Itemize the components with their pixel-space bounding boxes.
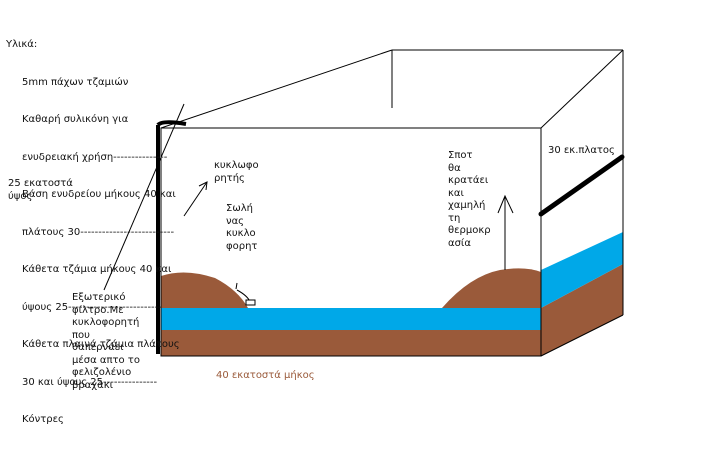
materials-line: ενυδρειακή χρήση--------------- xyxy=(22,151,168,163)
materials-line: Καθαρή συλικόνη για xyxy=(22,114,129,125)
circulator-pipe-tail xyxy=(235,282,238,290)
filter-pipe-top-loop xyxy=(156,120,187,127)
front-face-outline xyxy=(160,127,542,357)
circulator-arrow-head xyxy=(198,181,208,191)
materials-line: Κάθετα πλαινά τζάμια πλάτους xyxy=(22,339,180,350)
materials-line: 5mm πάχων τζαμιών xyxy=(22,76,129,88)
left-rock-mound xyxy=(161,272,248,308)
spotlight-label: Σποτ θα κρατάει και χαμηλή τη θερμοκρ ασ… xyxy=(448,150,491,249)
height-label: 25 εκατοστά ύψος xyxy=(8,178,73,202)
materials-line: Υλικά: xyxy=(6,39,38,50)
materials-line: Κόντρες xyxy=(22,414,64,425)
box-outline xyxy=(160,49,624,357)
right-rock-mound xyxy=(442,268,541,308)
filter-pointer xyxy=(103,103,185,291)
length-label: 40 εκατοστά μήκος xyxy=(216,370,315,381)
front-soil-base xyxy=(161,330,541,356)
external-filter-label: Εξωτερικό φίλτρο.Με κυκλοφορητή που θαπε… xyxy=(72,292,140,391)
materials-line: Βάση ενυδρείου μήκους 40 και xyxy=(22,189,176,200)
materials-line: πλάτους 30-------------------------- xyxy=(22,226,175,238)
circulator-label: κυκλωφο ρητής xyxy=(214,160,259,184)
materials-line: Κάθετα τζάμια μήκους 40 και xyxy=(22,264,172,275)
top-left-edge xyxy=(160,49,393,129)
side-water-layer xyxy=(541,232,623,308)
side-soil-layer xyxy=(541,264,623,356)
width-measure-line xyxy=(538,154,625,217)
top-right-edge xyxy=(540,49,624,129)
spotlight-arrow-head xyxy=(497,194,514,214)
circulator-nozzle xyxy=(245,299,256,306)
circulator-arrow xyxy=(183,181,208,217)
front-water-strip xyxy=(161,308,541,330)
materials-line: 30 και ύψους 25--------------- xyxy=(22,376,158,388)
width-label: 30 εκ.πλατος xyxy=(548,145,615,156)
materials-list: Υλικά: 5mm πάχων τζαμιών Καθαρή συλικόνη… xyxy=(6,14,180,439)
bottom-right-edge xyxy=(540,314,624,357)
materials-line: ύψους 25-------------------------- xyxy=(22,301,162,313)
circulator-pipe-label: Σωλή νας κυκλο φορητ xyxy=(226,203,258,252)
